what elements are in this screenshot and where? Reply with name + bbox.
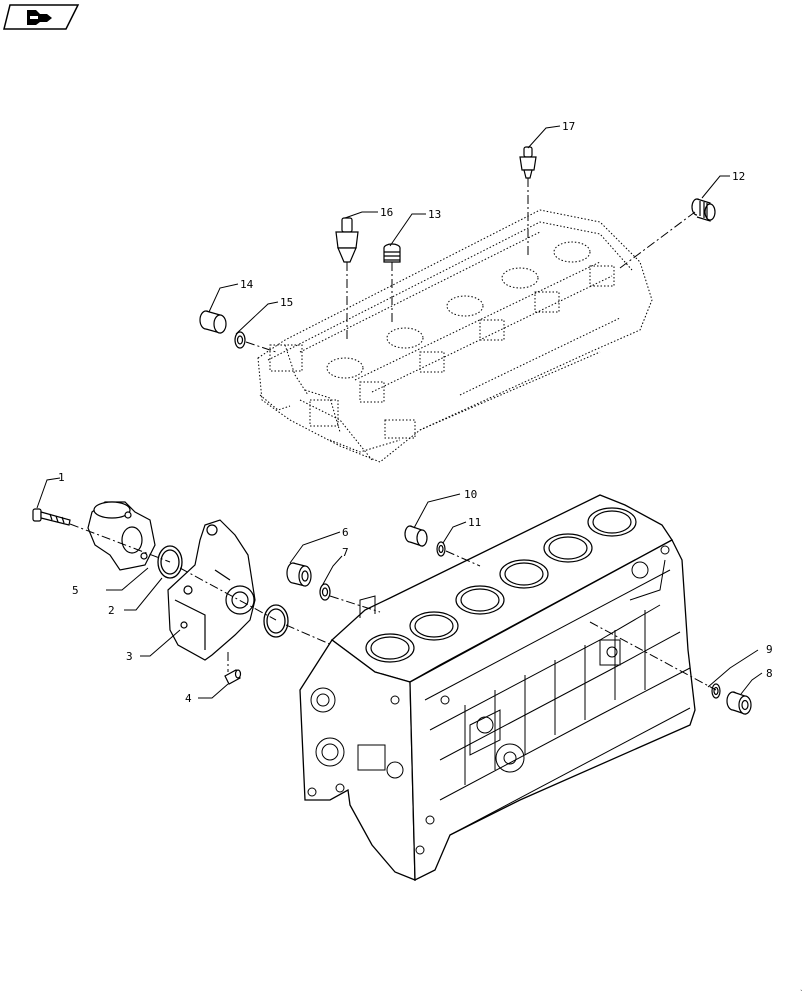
washer-part-9 (711, 683, 721, 699)
plug-part-13 (383, 243, 401, 263)
bolt-part-1 (32, 508, 71, 526)
callout-1: 1 (58, 471, 65, 484)
dowel-pin-part-4 (224, 669, 242, 685)
corner-mark: ` (800, 990, 803, 997)
callout-labels: 1 2 3 4 5 6 7 8 9 10 11 12 13 14 15 16 1… (58, 120, 773, 705)
callout-12: 12 (732, 170, 745, 183)
callout-15: 15 (280, 296, 293, 309)
plug-part-10 (404, 525, 428, 547)
callout-13: 13 (428, 208, 441, 221)
sensor-part-17 (519, 146, 537, 179)
page-navigation-icon (27, 10, 52, 25)
plug-part-12 (691, 198, 716, 222)
washer-part-15 (234, 331, 246, 349)
callout-17: 17 (562, 120, 575, 133)
callout-6: 6 (342, 526, 349, 539)
water-pump-housing (167, 519, 256, 661)
o-ring-housing (263, 604, 289, 638)
cylinder-head-phantom (257, 209, 653, 463)
block-details (307, 545, 691, 855)
callout-10: 10 (464, 488, 477, 501)
callout-2: 2 (108, 604, 115, 617)
plug-part-14 (199, 310, 227, 334)
o-ring-2 (157, 545, 183, 579)
nav-badge[interactable] (3, 4, 80, 30)
washer-part-7 (319, 583, 331, 601)
leader-lines (36, 125, 763, 699)
callout-5: 5 (72, 584, 79, 597)
plug-part-8 (726, 691, 752, 715)
washer-part-11 (436, 541, 446, 557)
cylinder-bores (365, 507, 637, 663)
callout-11: 11 (468, 516, 481, 529)
callout-14: 14 (240, 278, 254, 291)
callout-3: 3 (126, 650, 133, 663)
callout-16: 16 (380, 206, 393, 219)
water-outlet-elbow (87, 501, 156, 571)
cylinder-block (299, 494, 696, 882)
sensor-part-16 (335, 217, 359, 263)
cylinder-head-ports (259, 241, 615, 439)
callout-7: 7 (342, 546, 349, 559)
assembly-lines (69, 178, 717, 691)
callout-4: 4 (185, 692, 192, 705)
callout-9: 9 (766, 643, 773, 656)
callout-8: 8 (766, 667, 773, 680)
plug-part-6 (286, 562, 312, 587)
